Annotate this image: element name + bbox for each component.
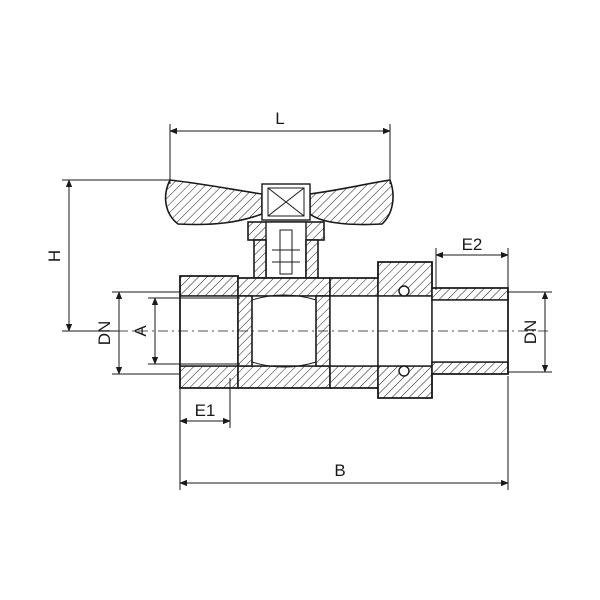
valve-body xyxy=(179,261,509,399)
dimension-DN-left: DN xyxy=(95,291,180,375)
dim-label-H: H xyxy=(45,250,64,262)
dim-label-A: A xyxy=(131,325,150,337)
valve-stem xyxy=(247,221,325,279)
dim-label-B: B xyxy=(334,461,345,480)
dimension-H: H xyxy=(45,179,172,332)
dimension-L: L xyxy=(169,109,391,184)
dim-label-E1: E1 xyxy=(195,401,216,420)
dim-label-L: L xyxy=(275,109,284,128)
dim-label-DN-right: DN xyxy=(521,320,540,345)
dimension-DN-right: DN xyxy=(508,291,552,373)
dimension-E2: E2 xyxy=(435,235,509,290)
dimension-B: B xyxy=(179,376,509,490)
dim-label-E2: E2 xyxy=(462,235,483,254)
dimension-A: A xyxy=(131,297,240,365)
dim-label-DN-left: DN xyxy=(95,321,114,346)
butterfly-handle xyxy=(164,179,394,226)
dimension-E1: E1 xyxy=(179,378,231,428)
